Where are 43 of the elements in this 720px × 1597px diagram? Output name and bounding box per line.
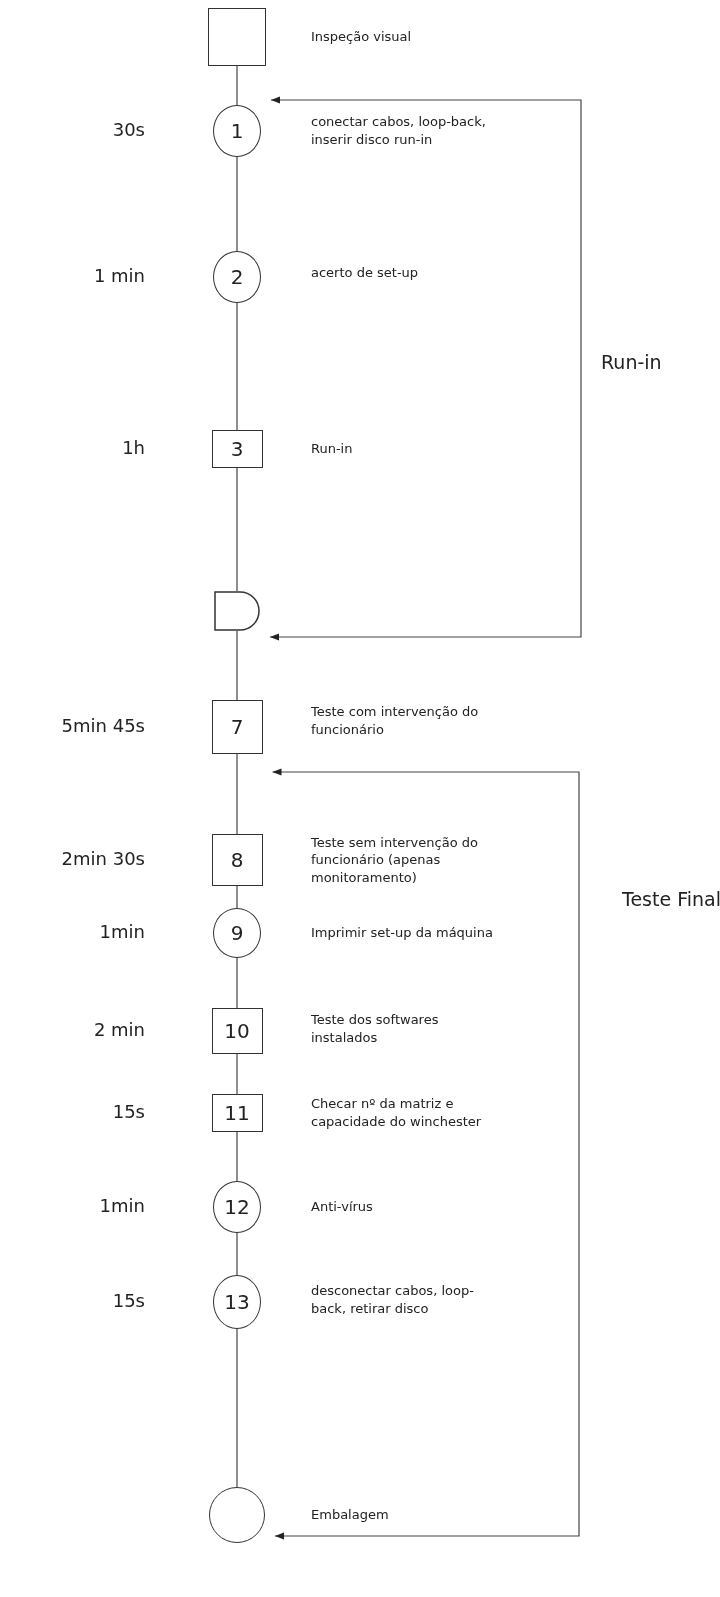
process-box: 11: [211, 1094, 263, 1132]
duration-label: 1h: [121, 437, 145, 458]
duration-label: 1 min: [92, 265, 145, 286]
step-description: Embalagem: [311, 1506, 390, 1524]
step-description: Teste dos softwares instalados: [311, 1011, 440, 1047]
step-description: conectar cabos, loop-back, inserir disco run-in: [311, 113, 487, 149]
connector-line: [236, 1328, 238, 1488]
duration-label: 1min: [98, 921, 145, 942]
connector-line: [236, 1131, 238, 1182]
connector-line: [236, 467, 238, 592]
connector-line: [236, 302, 238, 431]
step-description: desconectar cabos, loop-back, retirar disco: [311, 1282, 475, 1318]
step-description: Checar nº da matriz e capacidade do winchester: [311, 1095, 483, 1131]
process-box: 3: [211, 430, 263, 468]
loop-arrow: [271, 768, 580, 1540]
connector-line: [236, 1053, 238, 1095]
connector-line: [236, 156, 238, 252]
connector-line: [236, 885, 238, 909]
step-description: Inspeção visual: [311, 28, 413, 46]
step-description: Teste sem intervenção do funcionário (apenas monitoramento): [311, 833, 479, 887]
duration-label: 15s: [111, 1290, 145, 1311]
duration-label: 2 min: [92, 1019, 145, 1040]
step-description: Run-in: [311, 440, 354, 458]
duration-label: 1min: [98, 1195, 145, 1216]
duration-label: 30s: [111, 119, 145, 140]
connector-line: [236, 1232, 238, 1276]
process-box: [208, 8, 266, 66]
duration-label: 15s: [111, 1101, 145, 1122]
connector-line: [236, 753, 238, 835]
connector-line: [236, 65, 238, 106]
process-box: 8: [211, 834, 263, 886]
process-box: 10: [211, 1008, 263, 1054]
delay-symbol: [214, 591, 260, 631]
connector-line: [236, 630, 238, 701]
step-description: Teste com intervenção do funcionário: [311, 703, 480, 739]
step-description: acerto de set-up: [311, 264, 420, 282]
loop-arrow: [269, 96, 582, 641]
process-box: 7: [211, 700, 263, 754]
connector-line: [236, 957, 238, 1009]
step-description: Imprimir set-up da máquina: [311, 924, 494, 942]
duration-label: 2min 30s: [60, 848, 145, 869]
duration-label: 5min 45s: [60, 715, 145, 736]
step-description: Anti-vírus: [311, 1198, 374, 1216]
